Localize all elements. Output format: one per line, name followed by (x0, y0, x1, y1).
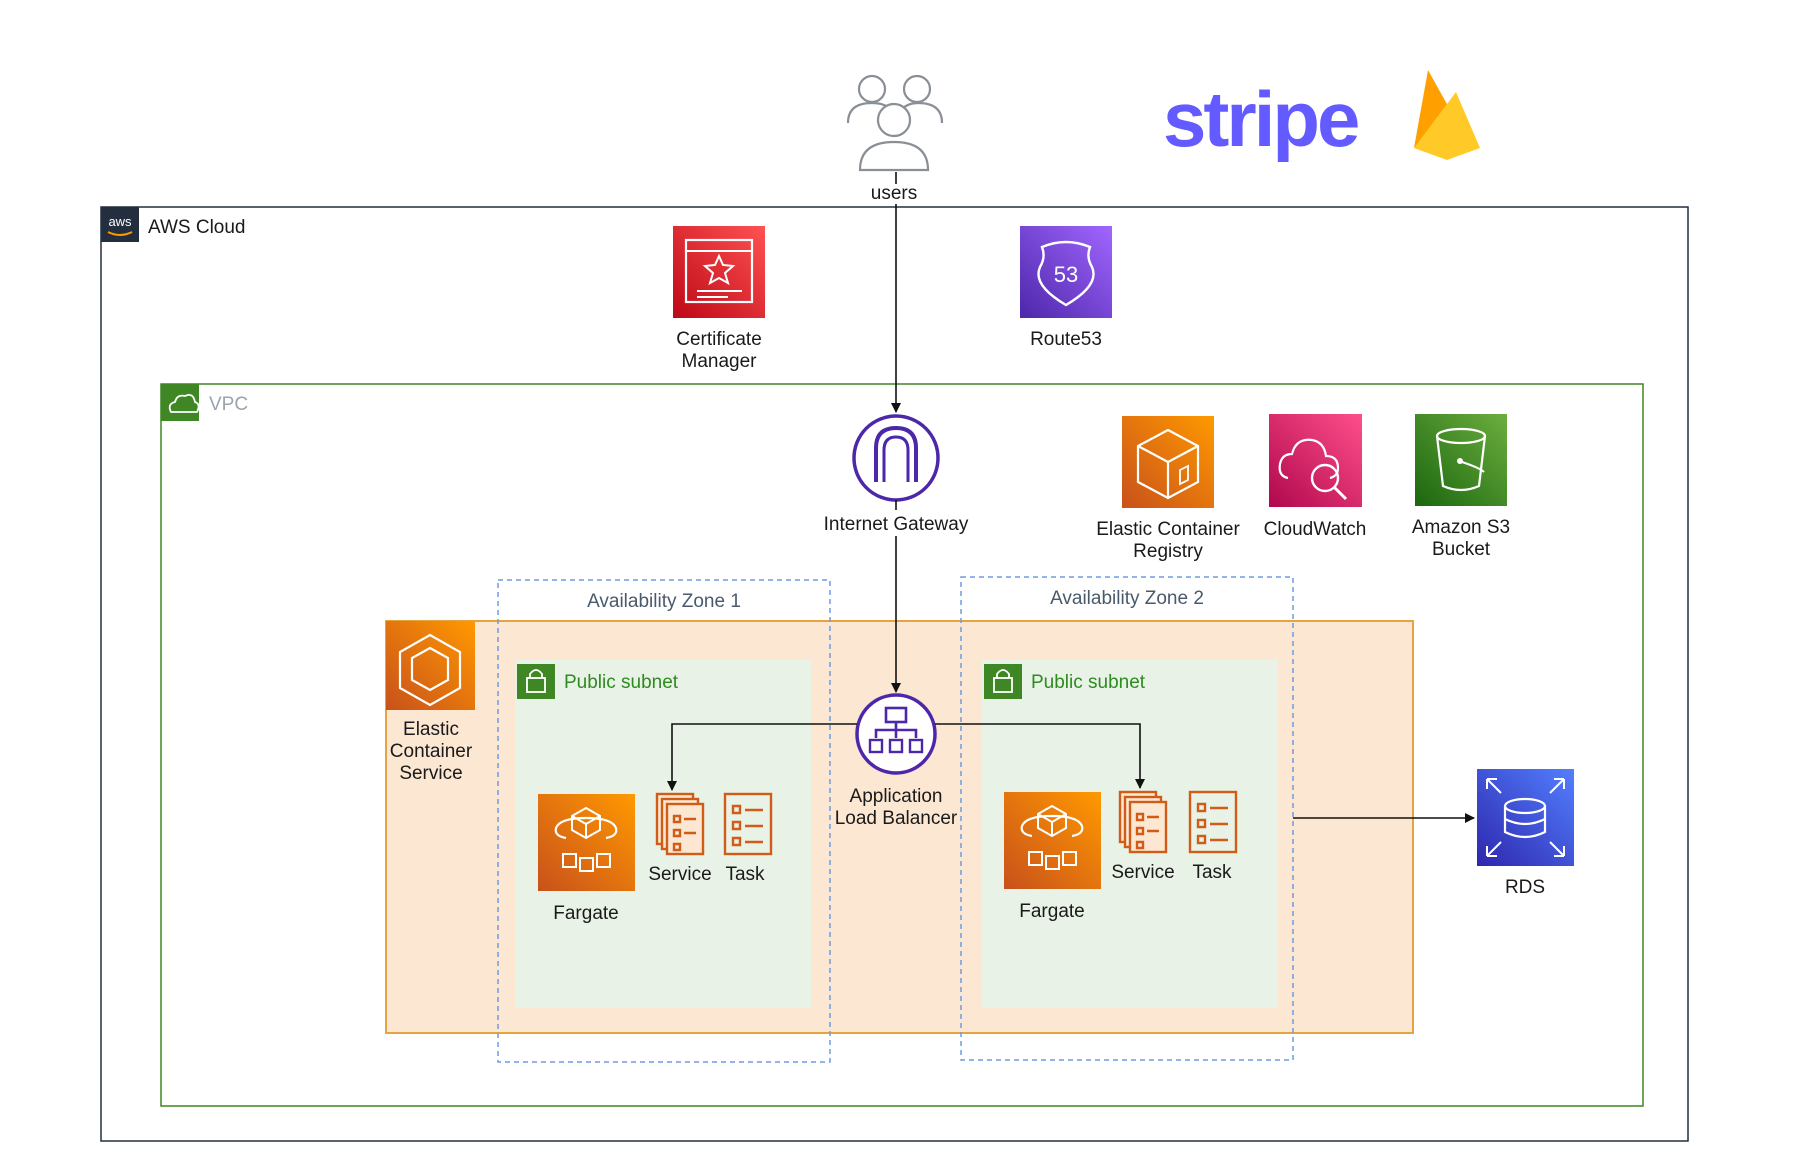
ecs-label-line1: Elastic (403, 719, 459, 740)
internet-gateway-label: Internet Gateway (824, 514, 969, 535)
internet-gateway-icon (852, 414, 940, 502)
s3-bucket-icon (1415, 414, 1507, 506)
zone1-task-label: Task (725, 864, 765, 885)
certificate-manager-label-line1: Certificate (676, 329, 762, 350)
cloudwatch-label: CloudWatch (1264, 519, 1367, 540)
zone2-service-label: Service (1111, 862, 1174, 883)
public-subnet-2-lock-icon (984, 664, 1022, 699)
rds-label: RDS (1505, 877, 1545, 898)
aws-logo-icon: aws (101, 207, 139, 242)
availability-zone-2-label: Availability Zone 2 (1050, 588, 1204, 609)
zone1-task-icon (723, 792, 773, 856)
users-label: users (871, 183, 917, 204)
zone1-fargate-icon (538, 794, 635, 891)
ecs-icon (386, 621, 475, 710)
alb-label-line2: Load Balancer (835, 808, 958, 829)
svg-text:aws: aws (108, 214, 132, 229)
alb-label-line1: Application (850, 786, 943, 807)
s3-label-line1: Amazon S3 (1412, 517, 1510, 538)
vpc-cloud-icon (161, 384, 200, 421)
zone1-service-label: Service (648, 864, 711, 885)
public-subnet-1-lock-icon (517, 664, 555, 699)
vpc-label: VPC (209, 394, 248, 415)
alb-to-zone1-service-arrow (667, 723, 857, 791)
certificate-manager-icon (673, 226, 765, 318)
ecs-label-line3: Service (399, 763, 462, 784)
ecr-icon (1122, 416, 1214, 508)
rds-icon (1477, 769, 1574, 866)
ecr-label-line2: Registry (1133, 541, 1203, 562)
svg-text:53: 53 (1054, 262, 1078, 287)
public-subnet-1-label: Public subnet (564, 672, 679, 693)
s3-label-line2: Bucket (1432, 539, 1491, 560)
certificate-manager-label-line2: Manager (682, 351, 758, 372)
aws-cloud-group (100, 206, 1689, 1142)
availability-zone-2 (960, 576, 1294, 1061)
alb-to-zone2-service-arrow (935, 723, 1145, 789)
route53-icon: 53 (1020, 226, 1112, 318)
zone2-task-label: Task (1192, 862, 1232, 883)
users-icon (846, 74, 944, 172)
ecr-label-line1: Elastic Container (1096, 519, 1240, 540)
firebase-logo (1414, 70, 1480, 160)
availability-zone-1 (497, 579, 831, 1063)
ecs-label-line2: Container (390, 741, 473, 762)
availability-zone-1-label: Availability Zone 1 (587, 591, 741, 612)
zone2-service-icon (1118, 790, 1168, 854)
zone2-fargate-icon (1004, 792, 1101, 889)
zone1-fargate-label: Fargate (553, 903, 618, 924)
public-subnet-2-label: Public subnet (1031, 672, 1146, 693)
cloudwatch-icon (1269, 414, 1362, 507)
stripe-logo: stripe (1163, 75, 1358, 163)
zone1-service-icon (655, 792, 705, 856)
route53-label: Route53 (1030, 329, 1102, 350)
aws-cloud-label: AWS Cloud (148, 217, 246, 238)
vpc-group (160, 383, 1644, 1107)
zone2-task-icon (1188, 790, 1238, 854)
zone2-fargate-label: Fargate (1019, 901, 1084, 922)
application-load-balancer-icon (855, 693, 937, 775)
